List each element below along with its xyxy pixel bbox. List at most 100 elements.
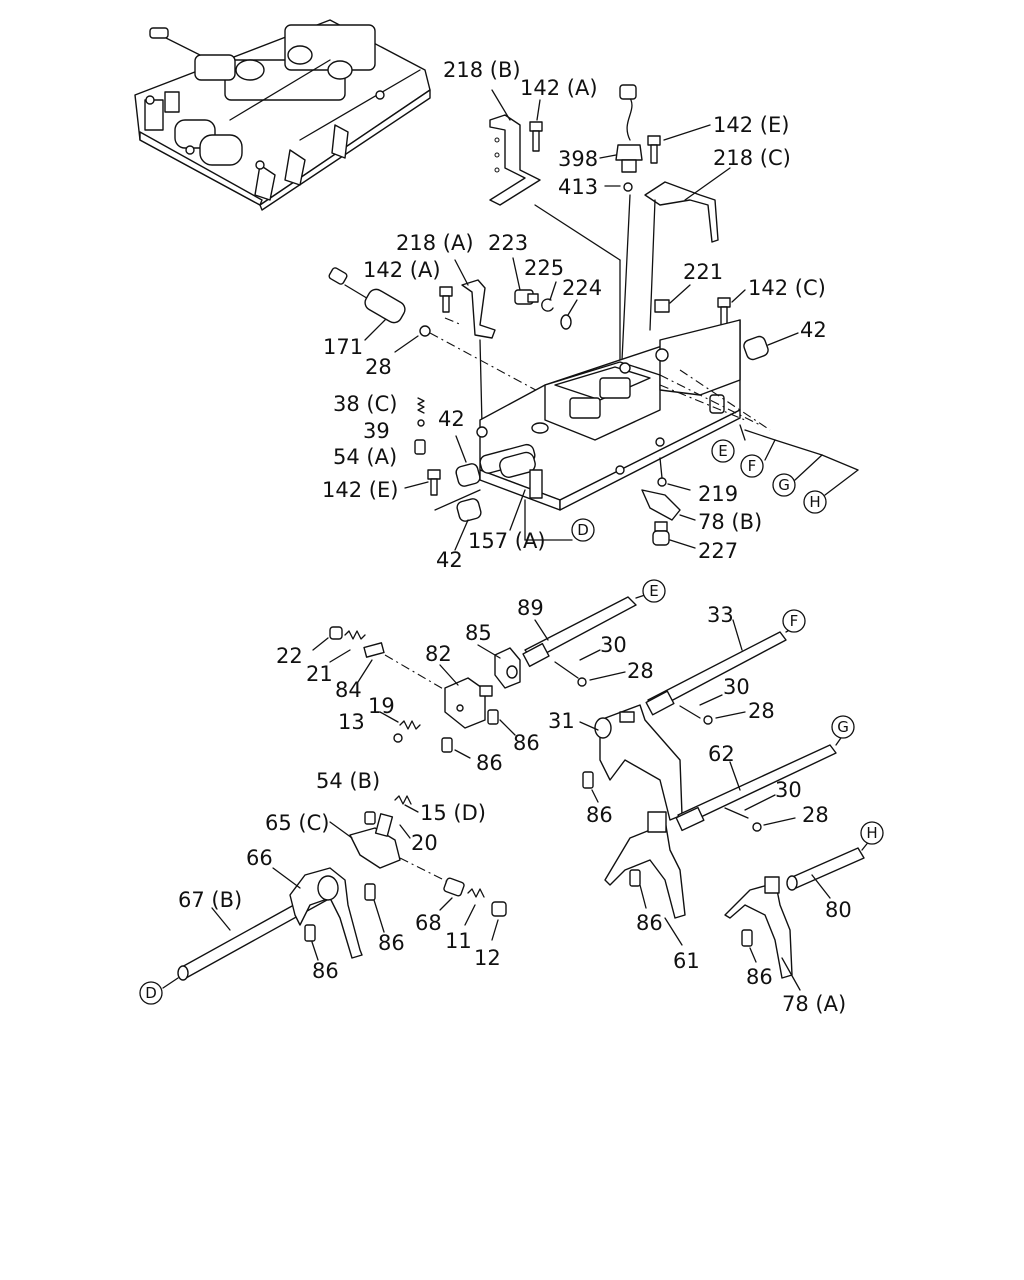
bracket-218a [461,279,496,339]
bracket-218b [489,114,541,206]
spring-38c [417,397,425,414]
label-78b: 78 (B) [698,510,762,534]
washer-224 [560,314,572,330]
shift-rail-80 [786,847,865,891]
label-65c: 65 (C) [265,811,329,835]
label-221: 221 [683,260,723,284]
bolt-142e-top [647,135,661,164]
ref-marker-f-lower: F [782,609,806,633]
label-42-mid: 42 [438,407,465,431]
bolt-86-d [304,924,316,942]
label-68: 68 [415,911,442,935]
label-20: 20 [411,831,438,855]
label-21: 21 [306,662,333,686]
ref-marker-h-upper: H [803,490,827,514]
label-86-g: 86 [746,965,773,989]
assembly-overview-illustration [134,19,431,211]
label-142a-top: 142 (A) [520,76,598,100]
plug-42-low [456,498,482,522]
label-157a: 157 (A) [468,529,546,553]
label-227: 227 [698,539,738,563]
label-223: 223 [488,231,528,255]
plug-42-right [743,335,769,361]
svg-text:E: E [718,442,727,460]
label-30-b: 30 [723,675,750,699]
ref-marker-g-upper: G [772,473,796,497]
pin-54b [364,811,376,825]
sensor-398 [615,84,643,173]
label-11: 11 [445,929,472,953]
label-218b: 218 (B) [443,58,521,82]
bolt-86-c [582,771,594,789]
label-89: 89 [517,596,544,620]
pin-54a [414,439,426,455]
label-86-b: 86 [476,751,503,775]
block-82 [444,677,493,729]
label-30-c: 30 [775,778,802,802]
label-86-c: 86 [586,803,613,827]
nut-221 [654,299,670,313]
label-224: 224 [562,276,602,300]
washer-219 [657,477,667,487]
label-413: 413 [558,175,598,199]
spring-19 [399,720,421,730]
label-28-b: 28 [748,699,775,723]
ref-marker-g-lower: G [831,715,855,739]
ref-marker-d-lower: D [139,981,163,1005]
ref-marker-e-upper: E [711,439,735,463]
label-30-a: 30 [600,633,627,657]
label-33: 33 [707,603,734,627]
spring-11 [467,888,485,898]
label-225: 225 [524,256,564,280]
bolt-142a-mid [439,286,453,313]
label-54a: 54 (A) [333,445,397,469]
ball-13 [393,733,403,743]
block-65c [349,813,401,869]
plug-42-mid [455,463,481,487]
label-82: 82 [425,642,452,666]
fork-78b [641,489,681,521]
bolt-142e-mid [427,469,441,496]
spring-21 [344,630,366,640]
plug-223 [514,289,539,305]
ball-28-mid [419,325,431,337]
label-12: 12 [474,946,501,970]
svg-text:F: F [790,612,799,630]
shift-fork-78a [724,876,793,979]
ref-marker-h-lower: H [860,821,884,845]
bolt-142a-top [529,121,543,152]
label-13: 13 [338,710,365,734]
block-85 [494,647,521,689]
cap-22 [329,626,343,640]
label-61: 61 [673,949,700,973]
label-142a-mid: 142 (A) [363,258,441,282]
label-80: 80 [825,898,852,922]
label-398: 398 [558,147,598,171]
svg-text:G: G [778,476,790,494]
label-28-c: 28 [802,803,829,827]
svg-text:D: D [577,521,589,539]
shift-rail-33 [645,631,787,716]
shift-rail-89 [522,596,637,668]
svg-text:E: E [649,582,658,600]
ref-marker-d-upper: D [571,518,595,542]
bolt-86-b [441,737,453,753]
bolt-227 [652,521,670,546]
label-42-low: 42 [436,548,463,572]
shift-fork-31 [594,704,683,821]
ref-marker-e-lower: E [642,579,666,603]
label-218a: 218 (A) [396,231,474,255]
label-22: 22 [276,644,303,668]
svg-text:F: F [748,457,757,475]
label-78a: 78 (A) [782,992,846,1016]
label-218c: 218 (C) [713,146,791,170]
plug-12 [491,901,507,917]
label-19: 19 [368,694,395,718]
svg-text:D: D [145,984,157,1002]
label-62: 62 [708,742,735,766]
bolt-86-f [629,869,641,887]
label-28-mid: 28 [365,355,392,379]
bolt-86-e [364,883,376,901]
label-86-e: 86 [378,931,405,955]
